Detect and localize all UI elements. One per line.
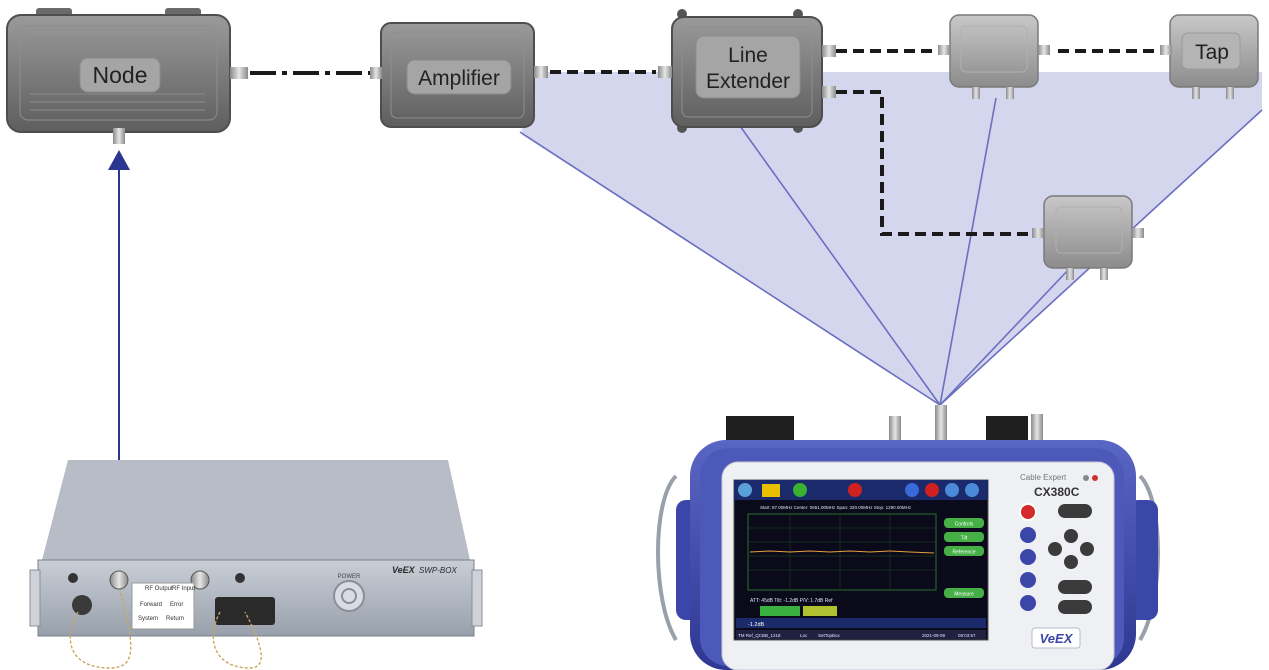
dpad-up-key[interactable] [1064,529,1078,543]
screen-footer-loc: Loc [800,633,808,638]
screen-footer-date: 2021-09-09 [922,633,946,638]
screen-footer-file: TM Ref_QCBB_1218 [738,633,781,638]
screen-footer-time: 08:03:57 [958,633,976,638]
dpad-left-key[interactable] [1048,542,1062,556]
sweep-box-brand: VeEX [392,565,416,575]
meter-model: CX380C [1034,485,1080,499]
tap-device-3[interactable] [1032,195,1144,280]
svg-text:Controls: Controls [955,522,974,528]
dpad-down-key[interactable] [1064,555,1078,569]
folder-key[interactable] [1020,527,1036,543]
error-label: Error [170,602,183,608]
home-key[interactable] [1058,504,1092,518]
cables [250,49,1164,236]
svg-text:Reference: Reference [952,550,975,556]
svg-text:Measure: Measure [954,592,974,598]
esc-key[interactable] [1058,600,1092,614]
tap-device-2[interactable]: Tap [1160,14,1259,99]
line-extender-label-line2: Extender [706,70,790,93]
screen-softkey-measure[interactable]: Measure [944,588,984,598]
tap-device-1[interactable] [938,14,1050,99]
shift-key[interactable] [1020,572,1036,588]
rf-output-label: RF Output [145,586,173,592]
sweep-box-device[interactable]: VeEX SWP-BOX POWER RF Output RF Input Fo… [29,460,483,669]
return-label: Return [166,616,184,622]
meter-brand-small: Cable Expert [1020,473,1067,482]
screen-softkey-reference[interactable]: Reference [944,546,984,556]
screen-header-info: Start: 87.00MHz Center: 0651.00MHz Span:… [760,505,912,510]
screen-softkey-controls[interactable]: Controls [944,518,984,528]
rf-input-port[interactable] [190,570,210,590]
swap-key[interactable] [1020,549,1036,565]
dpad-right-key[interactable] [1080,542,1094,556]
screen-footer-mode: SetTopBox [818,633,841,638]
node-device[interactable]: Node [6,8,248,144]
amplifier-device[interactable]: Amplifier [370,22,548,128]
line-extender-label-line1: Line [728,44,768,67]
sweep-trace [749,550,935,554]
screen-softkey-tilt[interactable]: Tilt [944,532,984,542]
power-key[interactable] [1019,503,1037,521]
power-button[interactable] [333,580,365,612]
rf-output-port[interactable] [109,570,129,590]
amplifier-label: Amplifier [418,67,500,90]
lock-key[interactable] [1020,595,1036,611]
screen-marker-line: ATT: 45dB Tilt: -1.2dB P/V: 1.7dB Ref [750,598,833,604]
enter-key[interactable] [1058,580,1092,594]
cx380c-meter[interactable]: Start: 87.00MHz Center: 0651.00MHz Span:… [656,405,1160,670]
line-extender-device[interactable]: Line Extender [658,9,836,133]
forward-label: Forward [140,602,162,608]
rf-input-label: RF Input [172,586,195,592]
meter-logo: VeEX [1040,631,1074,646]
power-label: POWER [338,574,361,580]
system-label: System [138,616,158,622]
sweep-box-model: SWP-BOX [419,566,457,575]
node-label: Node [93,62,148,88]
extender-tap3-cable [836,90,1036,236]
signal-coverage-area [520,72,1262,405]
screen-tilt-value: -1.2dB [748,622,765,628]
svg-text:Tilt: Tilt [961,536,968,542]
tap-label: Tap [1195,41,1229,64]
